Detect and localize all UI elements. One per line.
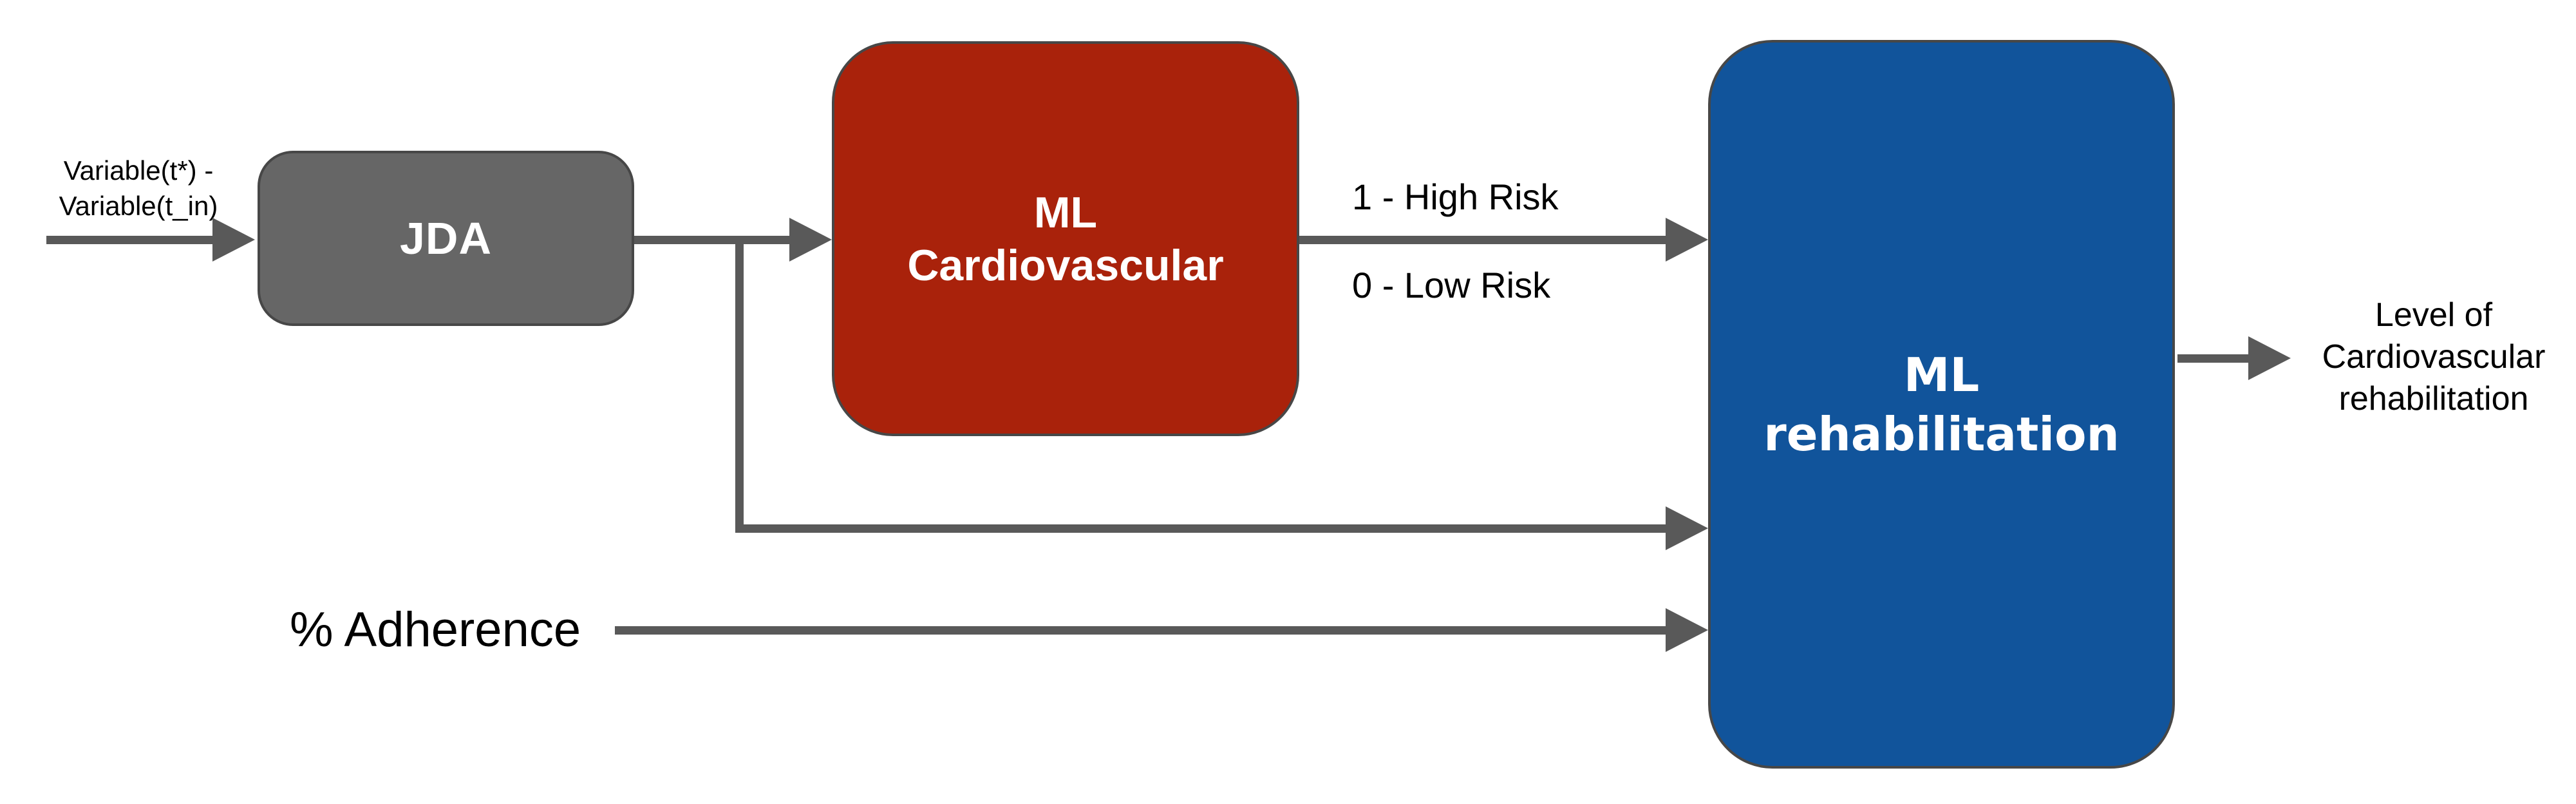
arrow-rehab-to-output-line: [2177, 354, 2251, 363]
input-variable-label-line1: Variable(t*) -: [63, 155, 214, 186]
node-ml-cardiovascular-line2: Cardiovascular: [907, 240, 1224, 290]
output-level-label-line3: rehabilitation: [2338, 380, 2529, 417]
node-ml-rehabilitation: ML rehabilitation: [1708, 40, 2175, 769]
arrow-input-to-jda-line: [46, 236, 215, 244]
arrow-jda-to-cardio-line: [634, 236, 792, 244]
arrow-cardio-to-rehab-line: [1299, 236, 1668, 244]
arrow-adherence-line: [615, 626, 1668, 635]
arrow-jda-branch-head: [1666, 506, 1708, 550]
output-level-label: Level of Cardiovascular rehabilitation: [2289, 294, 2576, 420]
arrow-cardio-to-rehab-head: [1666, 218, 1708, 262]
output-level-label-line1: Level of: [2374, 296, 2493, 334]
arrow-adherence-head: [1666, 608, 1708, 652]
arrow-input-to-jda-head: [212, 218, 255, 262]
arrow-jda-branch-horizontal-line: [735, 524, 1666, 533]
arrow-rehab-to-output-head: [2248, 336, 2291, 380]
input-variable-label: Variable(t*) - Variable(t_in): [19, 153, 258, 224]
high-risk-label: 1 - High Risk: [1352, 177, 1559, 217]
arrow-jda-branch-vertical-line: [735, 236, 744, 533]
node-ml-rehabilitation-line1: ML: [1903, 347, 1980, 402]
input-variable-label-line2: Variable(t_in): [59, 191, 218, 221]
node-jda: JDA: [258, 151, 634, 326]
adherence-label: % Adherence: [290, 602, 581, 657]
arrow-jda-to-cardio-head: [789, 218, 832, 262]
node-jda-label: JDA: [399, 213, 493, 263]
node-ml-cardiovascular-line1: ML: [1033, 187, 1098, 237]
low-risk-label: 0 - Low Risk: [1352, 265, 1551, 305]
output-level-label-line2: Cardiovascular: [2322, 338, 2546, 376]
node-ml-cardiovascular: ML Cardiovascular: [832, 41, 1299, 436]
node-ml-rehabilitation-line2: rehabilitation: [1763, 407, 2120, 461]
